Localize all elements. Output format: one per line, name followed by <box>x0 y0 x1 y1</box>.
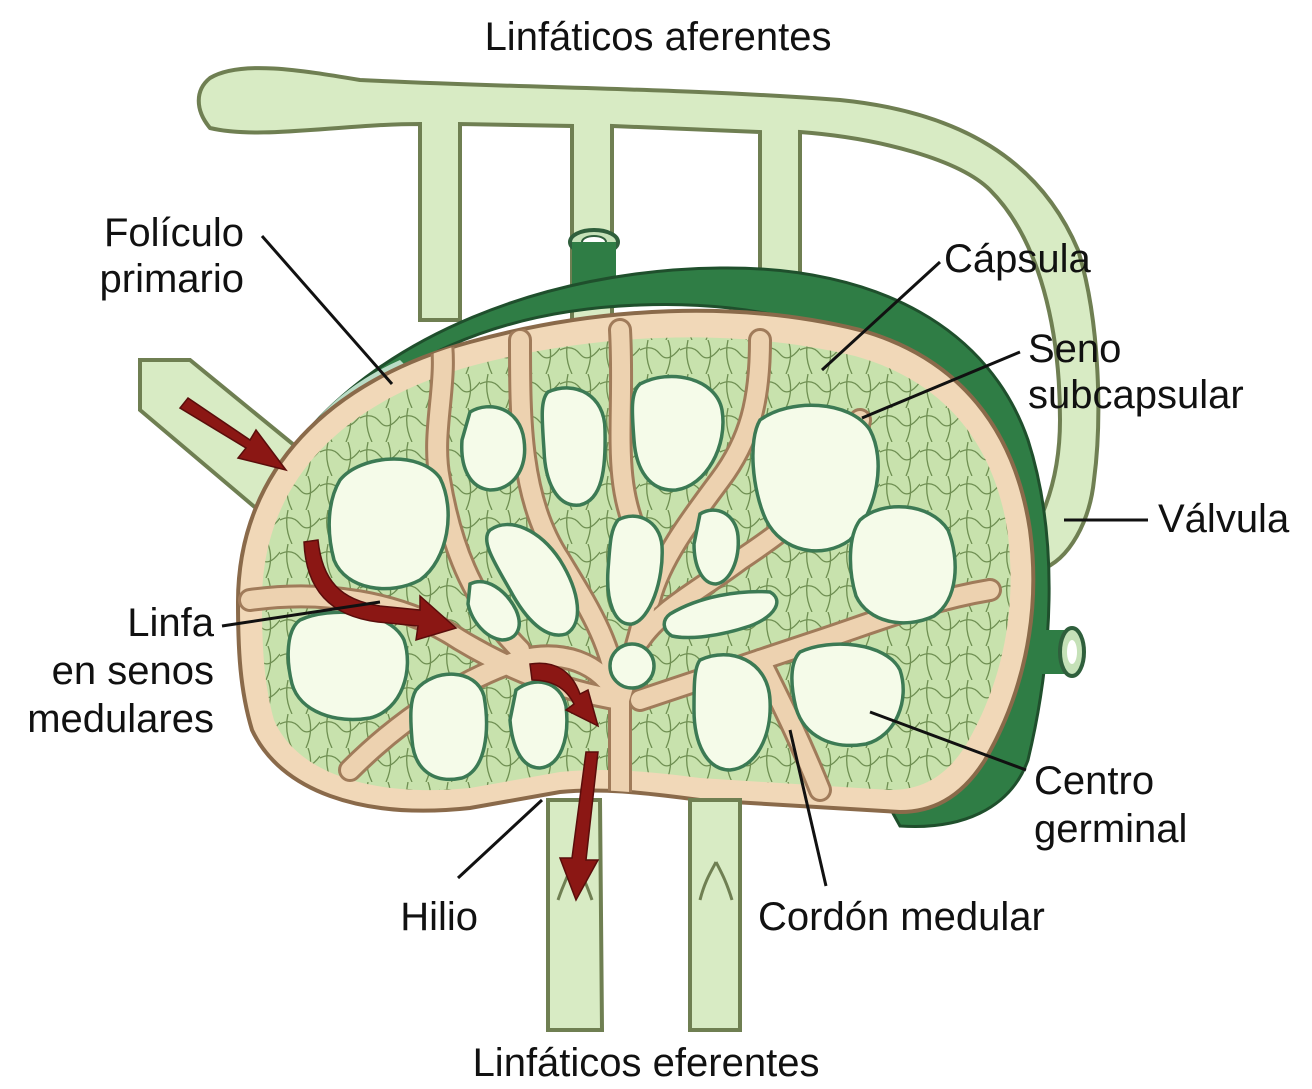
label-lymph-1: Linfa <box>127 601 214 645</box>
label-efferent-lymphatics: Linfáticos eferentes <box>473 1041 820 1085</box>
label-primary-follicle-1: Folículo <box>104 211 244 255</box>
follicle-3 <box>542 388 605 505</box>
label-medullary-cord: Cordón medular <box>758 895 1045 939</box>
follicle-17 <box>610 644 654 688</box>
follicle-2 <box>462 407 525 490</box>
follicle-7 <box>288 612 407 719</box>
label-germinal-center-1: Centro <box>1034 759 1154 803</box>
label-afferent-lymphatics: Linfáticos aferentes <box>485 15 832 59</box>
label-germinal-center-2: germinal <box>1034 807 1187 851</box>
label-lymph-3: medulares <box>27 697 214 741</box>
follicle-11 <box>792 644 903 745</box>
leader-follicle <box>262 236 392 384</box>
label-subcapsular-sinus-2: subcapsular <box>1028 373 1244 417</box>
follicle-6 <box>850 507 955 623</box>
follicle-8 <box>411 674 487 779</box>
label-hilum: Hilio <box>400 895 478 939</box>
efferent-vessel-right <box>690 800 740 1030</box>
label-subcapsular-sinus-1: Seno <box>1028 327 1121 371</box>
follicle-10 <box>694 655 770 770</box>
label-lymph-2: en senos <box>52 649 214 693</box>
label-valve: Válvula <box>1158 497 1290 541</box>
label-primary-follicle-2: primario <box>100 257 244 301</box>
leader-hilum <box>458 800 542 878</box>
follicle-9 <box>510 682 567 768</box>
label-capsule: Cápsula <box>944 237 1092 281</box>
follicle-1 <box>329 459 448 589</box>
follicle-14 <box>694 510 738 584</box>
